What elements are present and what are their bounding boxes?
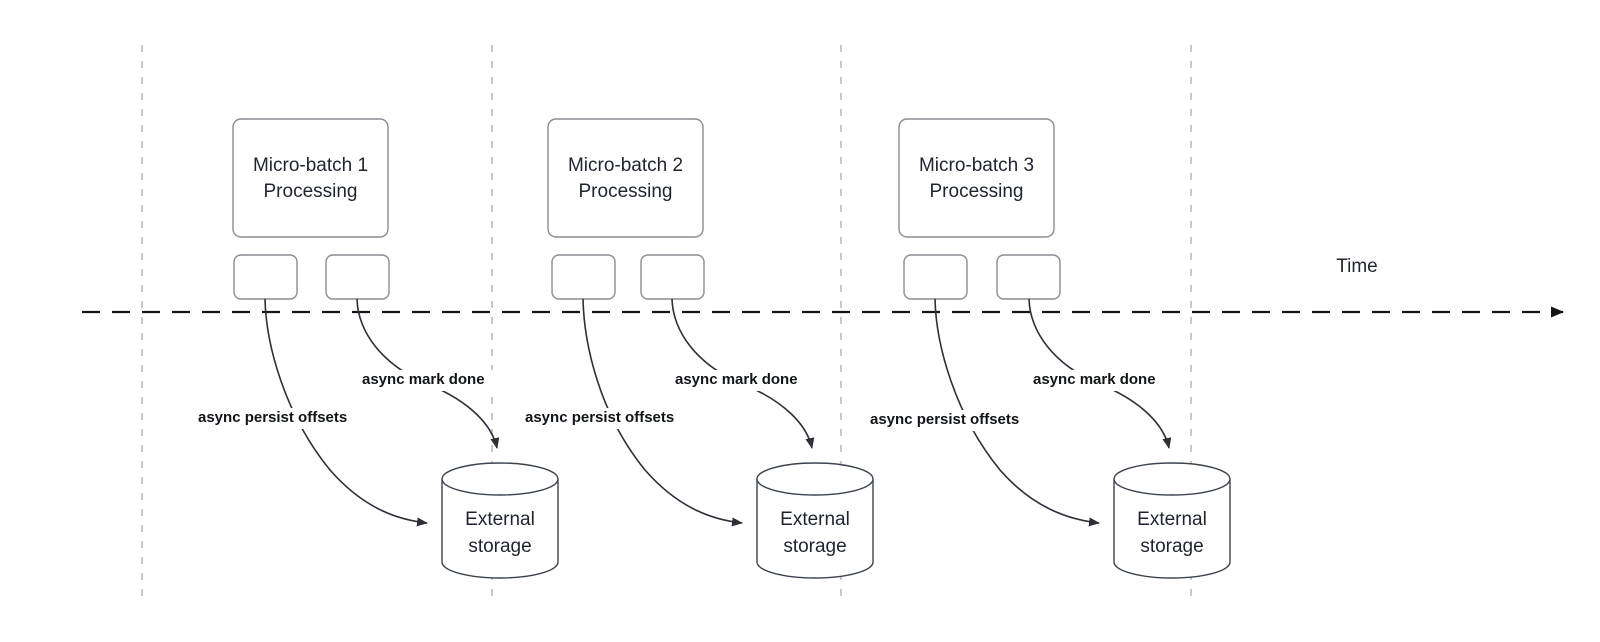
micro-batch-2-title-line2: Processing [579,181,673,202]
tick-lines-group [141,45,1192,596]
batch-2-persist-offsets-label: async persist offsets [525,409,674,426]
storage-1-label-line2: storage [468,536,531,557]
external-storage-2[interactable]: External storage [756,462,874,579]
batch-2-persist-label-halo [522,408,702,429]
external-storage-3[interactable]: External storage [1113,462,1231,579]
storage-3-top-ellipse [1113,462,1231,496]
batch-1-task-a-box[interactable] [233,254,298,300]
batch-3-persist-offsets-label: async persist offsets [870,411,1019,428]
batch-2-persist-offsets-arrow [582,298,743,527]
micro-batch-2-box[interactable] [547,118,704,238]
batch-3-task-b-box[interactable] [996,254,1061,300]
batch-1-persist-label-halo [195,408,375,429]
storage-3-body [1113,479,1231,579]
batch-1-mark-done-label: async mark done [362,371,485,388]
batch-2-mark-done-label: async mark done [675,371,798,388]
micro-batch-3-title-line1: Micro-batch 3 [919,155,1034,176]
storage-2-top-ellipse [756,462,874,496]
storage-2-body [756,479,874,579]
batch-2-task-b-box[interactable] [640,254,705,300]
storage-1-label-line1: External [465,509,535,530]
batch-1-persist-offsets-arrow [264,298,428,527]
micro-batch-1-title-line1: Micro-batch 1 [253,155,368,176]
time-axis-group: Time [82,256,1564,318]
batch-1-mark-done-label-halo [359,370,502,391]
batch-3-task-a-box[interactable] [903,254,968,300]
batch-1-task-b-box[interactable] [325,254,390,300]
batch-group-1: Micro-batch 1 Processing External storag… [195,118,559,579]
batch-3-mark-done-label-halo [1030,370,1173,391]
time-axis-label: Time [1336,256,1378,277]
micro-batch-3-title-line2: Processing [930,181,1024,202]
external-storage-1[interactable]: External storage [441,462,559,579]
batch-3-persist-label-halo [867,410,1047,431]
batch-2-mark-done-label-halo [672,370,815,391]
storage-1-top-ellipse [441,462,559,496]
batch-group-3: Micro-batch 3 Processing External storag… [867,118,1231,579]
batch-1-persist-offsets-label: async persist offsets [198,409,347,426]
storage-2-label-line2: storage [783,536,846,557]
batch-3-persist-offsets-arrow [934,298,1100,527]
storage-2-label-line1: External [780,509,850,530]
micro-batch-1-title-line2: Processing [264,181,358,202]
storage-1-body [441,479,559,579]
batch-group-2: Micro-batch 2 Processing External storag… [522,118,874,579]
batch-3-mark-done-label: async mark done [1033,371,1156,388]
storage-3-label-line2: storage [1140,536,1203,557]
micro-batch-3-box[interactable] [898,118,1055,238]
batch-2-task-a-box[interactable] [551,254,616,300]
micro-batch-2-title-line1: Micro-batch 2 [568,155,683,176]
micro-batch-1-box[interactable] [232,118,389,238]
storage-3-label-line1: External [1137,509,1207,530]
